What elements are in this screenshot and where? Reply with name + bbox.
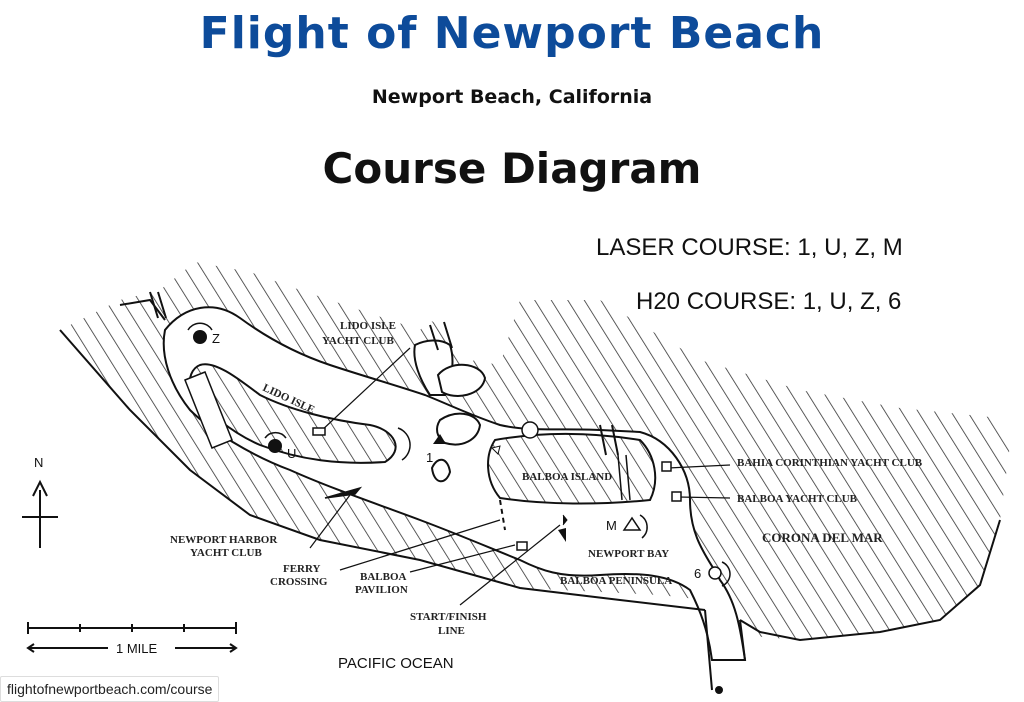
label-start-finish: START/FINISH <box>410 611 487 623</box>
label-balboa-island: BALBOA ISLAND <box>522 471 612 483</box>
mark-m-label: M <box>606 518 617 533</box>
small-island <box>430 363 487 483</box>
label-newport-bay: NEWPORT BAY <box>588 548 669 560</box>
label-corona-del-mar: CORONA DEL MAR <box>762 530 883 545</box>
mark-m: M <box>606 514 648 539</box>
label-ferry: FERRY <box>283 563 321 575</box>
label-ferry-2: CROSSING <box>270 576 328 588</box>
mark-6: 6 <box>694 561 731 587</box>
mark-z: Z <box>187 322 220 346</box>
mark-u-label: U <box>287 446 296 461</box>
lido-isle <box>184 363 397 464</box>
label-balboa-yacht-club: BALBOA YACHT CLUB <box>737 493 858 505</box>
coastline <box>59 291 1001 642</box>
label-newport-harbor: NEWPORT HARBOR <box>170 534 278 546</box>
balboa-island <box>487 433 657 505</box>
club-markers <box>312 427 682 551</box>
scale-bar <box>26 622 238 653</box>
mark-z-label: Z <box>212 331 220 346</box>
h20-course-text: H20 COURSE: 1, U, Z, 6 <box>636 288 902 315</box>
label-pacific-ocean: PACIFIC OCEAN <box>338 655 454 672</box>
mark-6-label: 6 <box>694 566 701 581</box>
north-arrow <box>22 479 58 548</box>
diagram-heading: Course Diagram <box>322 144 702 193</box>
start-finish-marks <box>491 421 568 542</box>
label-start-finish-2: LINE <box>438 625 465 637</box>
mark-u: U <box>264 431 296 461</box>
label-lido-isle-yacht-club-2: YACHT CLUB <box>322 335 394 347</box>
page-title: Flight of Newport Beach <box>199 8 825 59</box>
mark-1-label: 1 <box>426 450 433 465</box>
label-balboa-pavilion-2: PAVILION <box>355 584 408 596</box>
scale-label: 1 MILE <box>116 641 158 656</box>
source-url[interactable]: flightofnewportbeach.com/course <box>0 676 220 702</box>
leader-lines <box>309 347 731 606</box>
page-subtitle: Newport Beach, California <box>371 86 653 108</box>
label-newport-harbor-2: YACHT CLUB <box>190 547 262 559</box>
label-balboa-peninsula: BALBOA PENINSULA <box>560 575 672 587</box>
laser-course-text: LASER COURSE: 1, U, Z, M <box>596 234 903 261</box>
label-lido-isle-yacht-club: LIDO ISLE <box>340 320 396 332</box>
jetty <box>704 609 746 694</box>
label-bahia-corinthian: BAHIA CORINTHIAN YACHT CLUB <box>737 457 923 469</box>
north-label: N <box>34 455 43 470</box>
label-balboa-pavilion: BALBOA <box>360 571 407 583</box>
mark-1: 1 <box>397 427 446 465</box>
